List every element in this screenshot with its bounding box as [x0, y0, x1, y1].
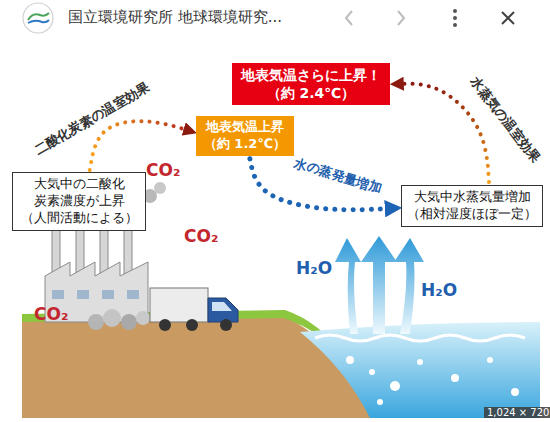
- h2o-label: H₂O: [421, 280, 457, 300]
- node-text: 大気中の二酸化 炭素濃度が上昇 （人間活動による）: [17, 176, 141, 227]
- waves: [315, 335, 525, 341]
- edge-label: 二酸化炭素の温室効果: [29, 78, 154, 161]
- result-box: 地表気温さらに上昇！ （約 2.4℃）: [232, 63, 390, 105]
- vapor-greenhouse-arrow: [394, 84, 489, 182]
- co2-label: CO₂: [146, 160, 180, 180]
- co2-label: CO₂: [34, 304, 68, 324]
- image-size: 1,024 × 720: [484, 407, 550, 418]
- page-title: 国立環境研究所 地球環境研究...: [68, 8, 282, 27]
- vapor-box: 大気中水蒸気量増加 （相対湿度ほぼ一定）: [401, 185, 543, 227]
- edge-label: 水の蒸発量増加: [290, 154, 386, 199]
- edge-label: 水蒸気の温室効果: [465, 72, 546, 168]
- node-text: 地表気温さらに上昇！ （約 2.4℃）: [236, 66, 386, 102]
- sea: [300, 322, 540, 418]
- h2o-label: H₂O: [296, 258, 332, 278]
- exhaust-clouds: [88, 309, 150, 330]
- bubbles: [346, 356, 519, 405]
- node-text: 地表気温上昇 （約 1.2℃）: [200, 119, 290, 153]
- effect-box: 地表気温上昇 （約 1.2℃）: [196, 116, 294, 156]
- truck: [150, 288, 238, 331]
- co2-label: CO₂: [184, 226, 218, 246]
- cause-box: 大気中の二酸化 炭素濃度が上昇 （人間活動による）: [12, 172, 146, 231]
- header-icons: [23, 3, 514, 33]
- node-text: 大気中水蒸気量増加 （相対湿度ほぼ一定）: [405, 189, 539, 223]
- vapor-arrows: [335, 236, 424, 334]
